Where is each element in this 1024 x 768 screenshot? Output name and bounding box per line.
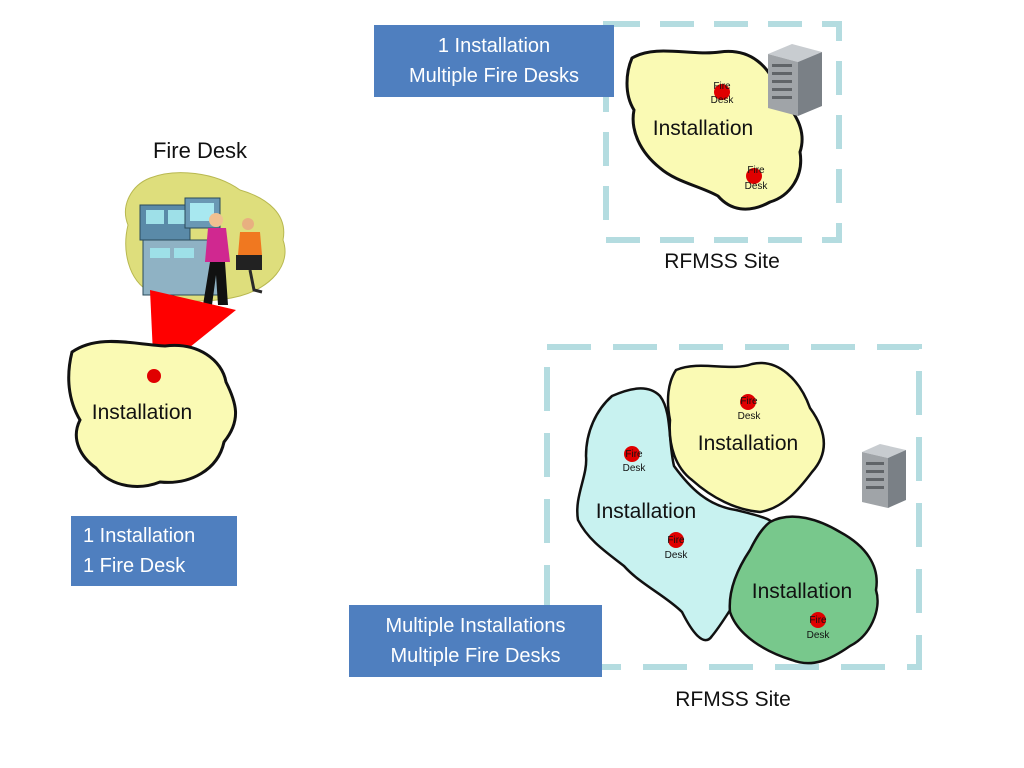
caption-line: 1 Fire Desk — [83, 555, 186, 577]
caption-line: Multiple Fire Desks — [408, 65, 580, 87]
fire-desk-dot — [668, 532, 684, 548]
fire-desk-dot — [624, 446, 640, 462]
caption-line: Multiple Installations — [385, 615, 566, 637]
fire-desk-label: Fire — [747, 165, 765, 176]
fire-desk-dot — [714, 84, 730, 100]
fire-desk-title: Fire Desk — [153, 138, 248, 163]
fire-desk-dot — [810, 612, 826, 628]
fire-desk-label: Fire — [625, 449, 643, 460]
fire-desk-dot — [746, 168, 762, 184]
fire-desk-label: Desk — [807, 630, 831, 641]
fire-desk-label: Fire — [740, 396, 758, 407]
rfmss-site-boundary — [603, 21, 842, 243]
fire-desk-label: Desk — [745, 181, 769, 192]
fire-desk-dot — [147, 369, 161, 383]
fire-desk-label: Desk — [623, 463, 647, 474]
fire-desk-clipart — [124, 172, 286, 305]
caption-line: 1 Installation — [437, 35, 551, 57]
caption-line: Multiple Fire Desks — [390, 645, 561, 667]
installation-label: Installation — [92, 401, 192, 424]
installation-label: Installation — [752, 580, 852, 603]
installation-label: Installation — [698, 432, 798, 455]
installation-label: Installation — [653, 117, 753, 140]
fire-desk-label: Fire — [809, 615, 827, 626]
server-icon — [862, 444, 906, 508]
scenario-multi-install: Installation Installation Installation F… — [544, 344, 922, 711]
installation-shape — [67, 339, 238, 488]
scenario-one-install: Installation Fire Desk Fire Desk RFMSS S… — [603, 21, 842, 273]
rfmss-site-label: RFMSS Site — [664, 250, 780, 273]
caption-multi-install: Multiple Installations Multiple Fire Des… — [349, 605, 602, 677]
installation-shape — [728, 515, 879, 665]
caption-one-install: 1 Installation Multiple Fire Desks — [374, 25, 614, 97]
installation-shape — [666, 361, 826, 514]
caption-line: 1 Installation — [83, 525, 196, 547]
fire-desk-label: Fire — [713, 81, 731, 92]
fire-desk-dot — [740, 394, 756, 410]
fire-desk-label: Fire — [667, 535, 685, 546]
caption-single: 1 Installation 1 Fire Desk — [71, 516, 237, 586]
rfmss-site-boundary — [544, 344, 922, 670]
rfmss-site-label: RFMSS Site — [675, 688, 791, 711]
server-icon — [768, 44, 822, 116]
fire-desk-label: Desk — [738, 411, 762, 422]
fire-desk-label: Desk — [665, 550, 689, 561]
scenario-single: Fire Desk Installation — [67, 138, 286, 488]
fire-desk-label: Desk — [711, 95, 735, 106]
installation-label: Installation — [596, 500, 696, 523]
